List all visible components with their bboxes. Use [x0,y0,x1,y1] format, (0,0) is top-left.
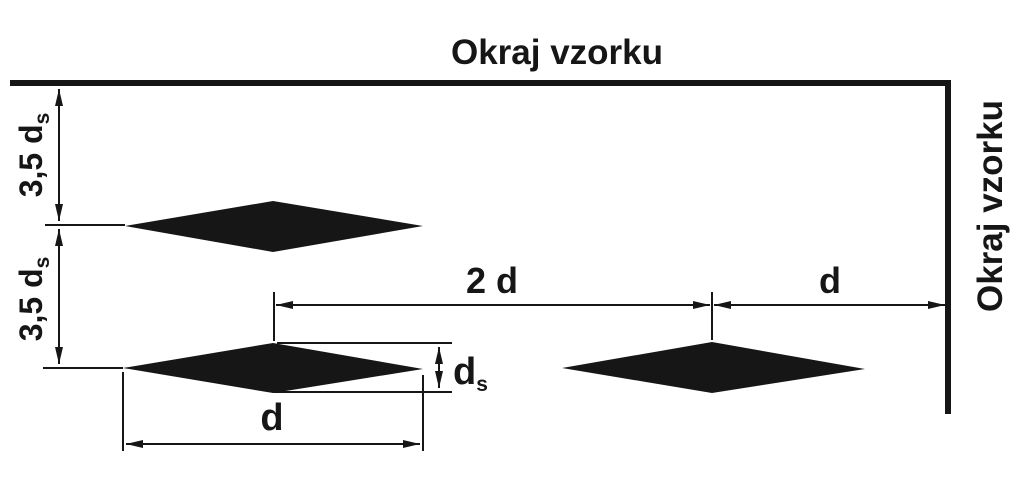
dim-edge-spacing: d [714,260,945,309]
dim-center-spacing-label: 2 d [466,260,518,301]
dim-edge-spacing-label: d [819,260,841,301]
dim-edge-offset-2-value: 3,5 d [13,268,49,341]
dim-short-diagonal-value: d [453,351,476,393]
dim-edge-offset-1-subscript: s [31,113,54,125]
specimen-edge-right-label: Okraj vzorku [971,100,1010,312]
indentation-diamond-bottom-right [562,342,865,393]
dim-edge-offset-2-label: 3,5 ds [13,257,54,342]
dim-edge-offset-1-label: 3,5 ds [13,113,54,198]
indentation-diamond-top [125,201,423,252]
dim-edge-offset-2: 3,5 ds [13,229,123,369]
dim-long-diagonal-label: d [260,397,283,439]
dim-edge-offset-1-value: 3,5 d [13,124,49,197]
dim-center-spacing: 2 d [273,260,713,341]
indentations [123,201,865,393]
dim-short-diagonal-subscript: s [476,373,488,396]
specimen-edge-top-label: Okraj vzorku [451,33,663,72]
specimen-edges: Okraj vzorku Okraj vzorku [10,33,1010,414]
dim-short-diagonal-label: ds [453,351,488,396]
dim-edge-offset-1: 3,5 ds [13,89,125,226]
dim-edge-offset-2-subscript: s [31,257,54,269]
indentation-diamond-bottom-left [123,343,423,393]
dim-long-diagonal: d [122,372,424,451]
